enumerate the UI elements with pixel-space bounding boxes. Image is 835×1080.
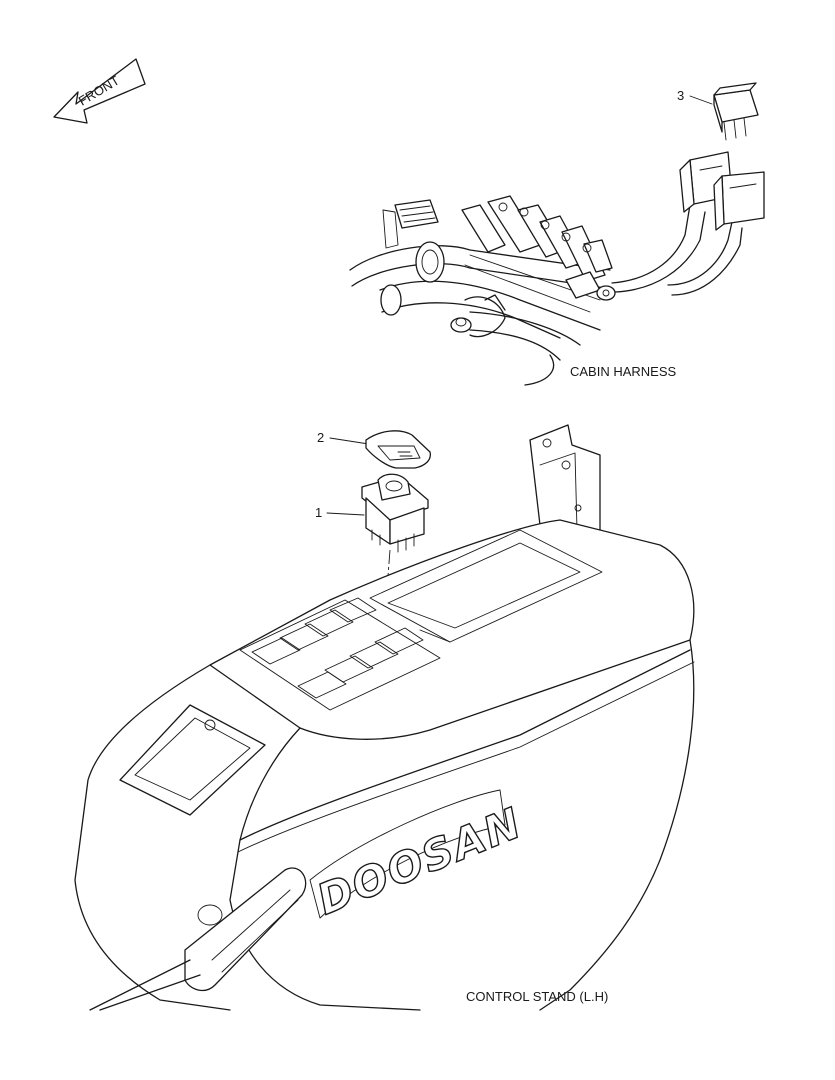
front-arrow: FRONT — [53, 58, 146, 124]
callout-1-number: 1 — [315, 505, 323, 520]
cabin-harness-drawing — [349, 151, 765, 386]
connector-row — [461, 195, 613, 313]
cabin-harness-label: CABIN HARNESS — [570, 364, 677, 379]
switch-body-drawing — [361, 473, 429, 553]
switch-panel-slots — [251, 597, 424, 699]
switch-cap-drawing — [365, 430, 431, 469]
callout-3-number: 3 — [677, 88, 685, 103]
relay-drawing — [713, 82, 759, 141]
callout-3-leader — [689, 95, 713, 105]
callout-1-leader — [326, 512, 365, 516]
control-stand-label: CONTROL STAND (L.H) — [466, 989, 609, 1004]
callout-2-number: 2 — [317, 430, 325, 445]
